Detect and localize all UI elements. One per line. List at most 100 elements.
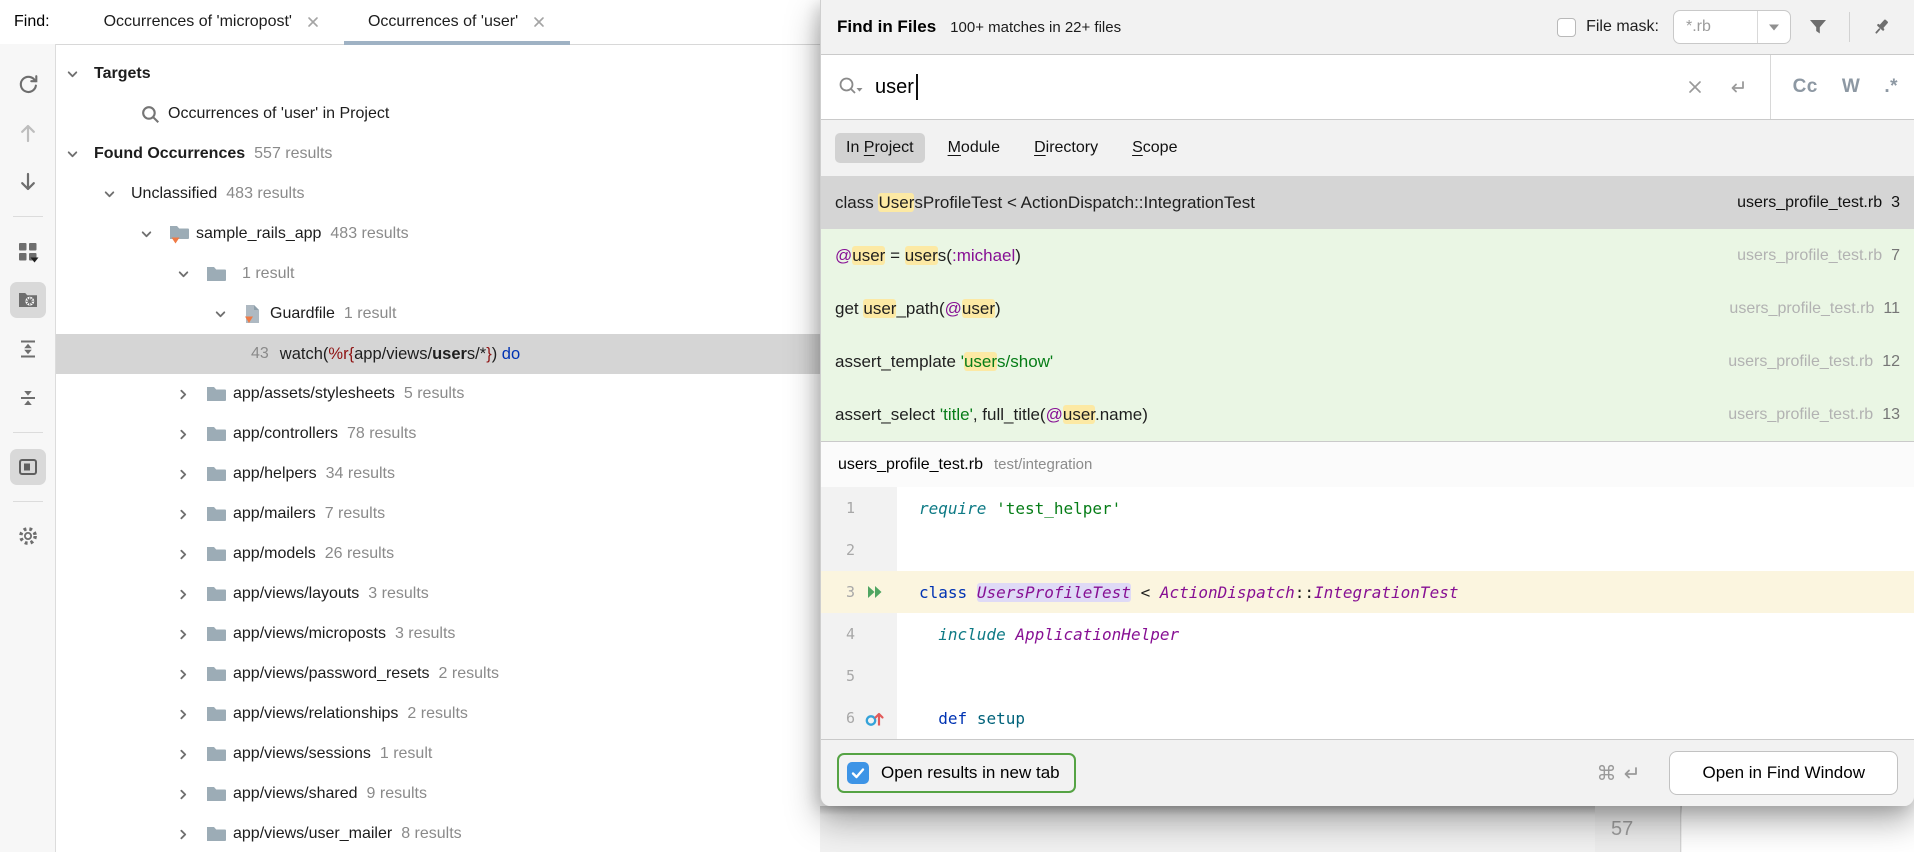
code-token: 'test_helper'	[996, 498, 1122, 518]
scope-tab-module[interactable]: Module	[947, 139, 1001, 156]
chevron-right-icon[interactable]	[177, 388, 205, 401]
search-result-row[interactable]: class UsersProfileTest < ActionDispatch:…	[821, 176, 1914, 229]
open-in-find-window-button[interactable]: Open in Find Window	[1669, 751, 1898, 795]
preview-pane: users_profile_test.rb test/integration 1…	[821, 441, 1914, 739]
clear-search-icon[interactable]	[1686, 78, 1704, 96]
chevron-down-icon[interactable]	[1757, 11, 1790, 43]
arrow-down-button[interactable]	[10, 164, 46, 200]
expand-all-button[interactable]	[10, 331, 46, 367]
folder-icon	[205, 424, 233, 444]
chevron-right-icon[interactable]	[177, 748, 205, 761]
divider	[1849, 12, 1850, 42]
chevron-right-icon[interactable]	[177, 828, 205, 841]
chevron-down-icon[interactable]	[214, 308, 242, 321]
search-result-row[interactable]: assert_select 'title', full_title(@user.…	[821, 388, 1914, 441]
settings-gear-button[interactable]	[10, 518, 46, 554]
file-mask-combo[interactable]: *.rb	[1673, 10, 1791, 44]
run-icon[interactable]	[859, 579, 889, 605]
chevron-right-icon[interactable]	[177, 508, 205, 521]
chevron-down-icon[interactable]	[66, 68, 94, 81]
preview-line: 5	[821, 655, 1914, 697]
tree-row[interactable]: 1 result	[56, 254, 820, 294]
tree-row[interactable]: Targets	[56, 54, 820, 94]
chevron-right-icon[interactable]	[177, 668, 205, 681]
editor-gutter: 57	[1595, 806, 1681, 852]
gutter: 4	[821, 613, 897, 655]
new-line-icon[interactable]	[1726, 76, 1748, 98]
group-by-directory-button[interactable]	[9, 282, 46, 318]
gutter: 3	[821, 571, 897, 613]
search-field[interactable]: user Cc W .*	[821, 54, 1914, 120]
scope-tab-scope[interactable]: Scope	[1132, 139, 1178, 156]
chevron-right-icon[interactable]	[177, 468, 205, 481]
regex-toggle[interactable]: .*	[1884, 76, 1898, 97]
collapse-all-button[interactable]	[10, 380, 46, 416]
folder-icon	[205, 504, 233, 524]
close-icon[interactable]	[306, 15, 320, 29]
filter-button[interactable]	[1801, 10, 1835, 44]
code-token: ApplicationHelper	[1015, 624, 1180, 644]
search-options-icon[interactable]	[837, 75, 864, 99]
close-icon[interactable]	[532, 15, 546, 29]
chevron-right-icon[interactable]	[177, 548, 205, 561]
arrow-up-button[interactable]	[10, 115, 46, 151]
code-token: assert_template	[835, 351, 961, 371]
search-result-row[interactable]: @user = users(:michael)users_profile_tes…	[821, 229, 1914, 282]
mnemonic: S	[1132, 139, 1143, 156]
open-results-checkbox[interactable]	[847, 762, 869, 784]
result-count: 78 results	[346, 425, 417, 442]
group-by-icon	[16, 239, 40, 263]
chevron-down-icon[interactable]	[103, 188, 131, 201]
group-by-directory-icon	[16, 288, 40, 312]
file-mask-checkbox[interactable]	[1557, 17, 1577, 37]
scope-tab-in-project[interactable]: In Project	[835, 133, 925, 163]
chevron-down-icon[interactable]	[140, 228, 168, 241]
whole-words-toggle[interactable]: W	[1841, 76, 1861, 97]
result-file-label: users_profile_test.rb	[1737, 246, 1883, 264]
group-by-button[interactable]	[10, 233, 46, 269]
search-result-row[interactable]: assert_template 'users/show'users_profil…	[821, 335, 1914, 388]
folder-icon	[205, 624, 233, 644]
result-line-number: 13	[1882, 405, 1900, 423]
chevron-right-icon[interactable]	[177, 628, 205, 641]
chevron-right-icon[interactable]	[177, 588, 205, 601]
code-token: <	[1130, 582, 1160, 602]
code-token: @	[1045, 404, 1063, 424]
tab-occurrences-of-user[interactable]: Occurrences of 'user'	[343, 0, 571, 45]
chevron-down-icon[interactable]	[66, 148, 94, 161]
code-token: )	[994, 298, 1001, 318]
preview-toggle-button[interactable]	[9, 449, 46, 485]
open-results-option[interactable]: Open results in new tab	[837, 753, 1076, 793]
chevron-down-icon[interactable]	[177, 268, 205, 281]
match-case-toggle[interactable]: Cc	[1792, 76, 1818, 97]
divider	[1769, 55, 1771, 119]
pin-button[interactable]	[1864, 10, 1898, 44]
chevron-right-icon[interactable]	[177, 788, 205, 801]
refresh-button[interactable]	[10, 66, 46, 102]
tab-occurrences-of-micropost[interactable]: Occurrences of 'micropost'	[80, 0, 344, 44]
search-result-row[interactable]: get user_path(@user)users_profile_test.r…	[821, 282, 1914, 335]
search-input[interactable]: user	[875, 75, 914, 98]
scope-tab-directory[interactable]: Directory	[1034, 139, 1099, 156]
overridden-method-icon[interactable]	[859, 705, 889, 731]
chevron-right-icon[interactable]	[177, 428, 205, 441]
tree-row[interactable]: Occurrences of 'user' in Project	[56, 94, 820, 134]
chevron-right-icon[interactable]	[177, 708, 205, 721]
